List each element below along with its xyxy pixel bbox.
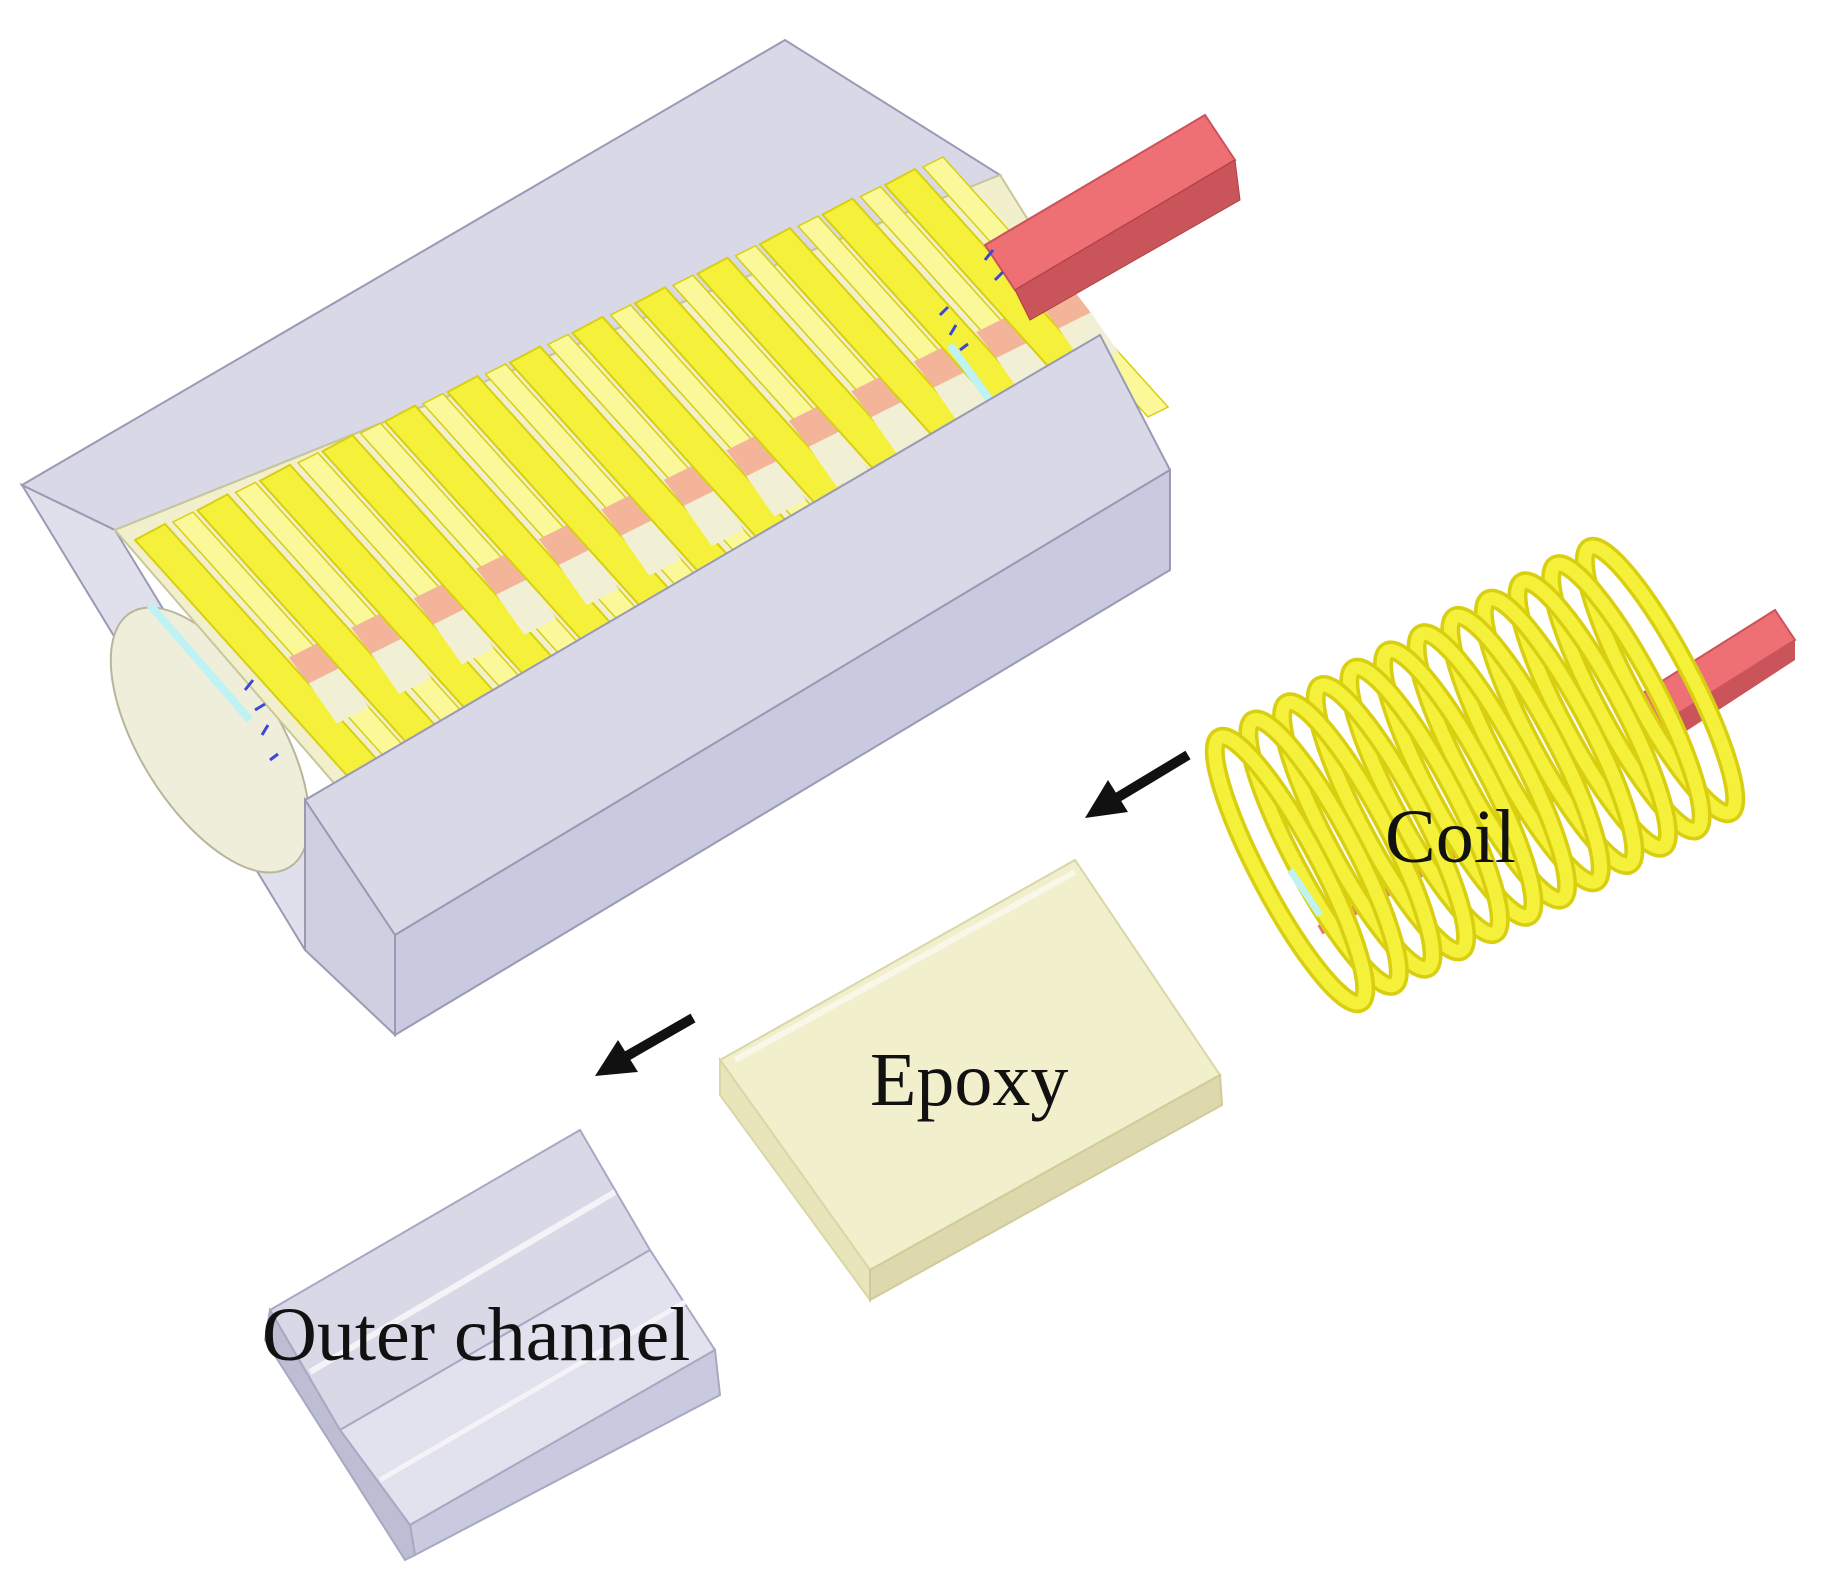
coil-turn <box>1440 605 1611 893</box>
epoxy-part: Epoxy <box>718 858 1224 1304</box>
arrow-epoxy-to-channel <box>595 1013 696 1076</box>
assembled-coil-strips <box>133 156 1170 792</box>
assembled-cyan-accent <box>146 602 254 723</box>
coil-turn <box>1507 571 1678 858</box>
coil-turn <box>1406 623 1578 910</box>
coil-lead-side <box>1660 640 1795 745</box>
channel-groove-line-2 <box>378 1299 687 1483</box>
assembled-coil-turn <box>508 333 795 614</box>
coil-turn <box>1238 709 1409 996</box>
coil-turn <box>1272 692 1443 979</box>
coil-turn <box>1372 640 1544 927</box>
assembled-unit <box>19 38 1241 1038</box>
assembled-coil-turn <box>445 363 732 644</box>
channel-groove-line <box>308 1189 617 1375</box>
epoxy-label: Epoxy <box>870 1038 1068 1122</box>
assembled-right-face <box>394 468 1171 1037</box>
assembled-marks <box>243 249 1005 762</box>
arrow-coil-to-assembly <box>1085 750 1191 818</box>
coil-turn <box>1305 675 1477 962</box>
coil-turn <box>1473 588 1645 875</box>
assembled-coil-turn <box>570 303 857 585</box>
assembled-coil-turn <box>320 422 607 703</box>
coil-turns <box>1204 536 1746 1014</box>
assembled-coil-turn <box>383 392 670 673</box>
coil-turn <box>1339 657 1510 945</box>
assembled-coil-turn <box>133 511 420 792</box>
coil-turn <box>1541 554 1712 841</box>
epoxy-highlight <box>733 869 1077 1063</box>
coil-label: Coil <box>1385 795 1516 879</box>
outer-channel-label: Outer channel <box>262 1293 690 1377</box>
coil-turn <box>1204 726 1376 1014</box>
assembled-lead-side <box>1014 159 1241 321</box>
channel-end-face <box>263 1307 417 1562</box>
coil-part: Coil <box>1204 536 1797 1014</box>
epoxy-right-face <box>869 1073 1224 1302</box>
coil-cyan-accent <box>1287 868 1323 917</box>
coil-turn <box>1574 536 1746 824</box>
assembled-cyan-accent <box>946 342 994 403</box>
outer-channel-part: Outer channel <box>262 1128 722 1562</box>
